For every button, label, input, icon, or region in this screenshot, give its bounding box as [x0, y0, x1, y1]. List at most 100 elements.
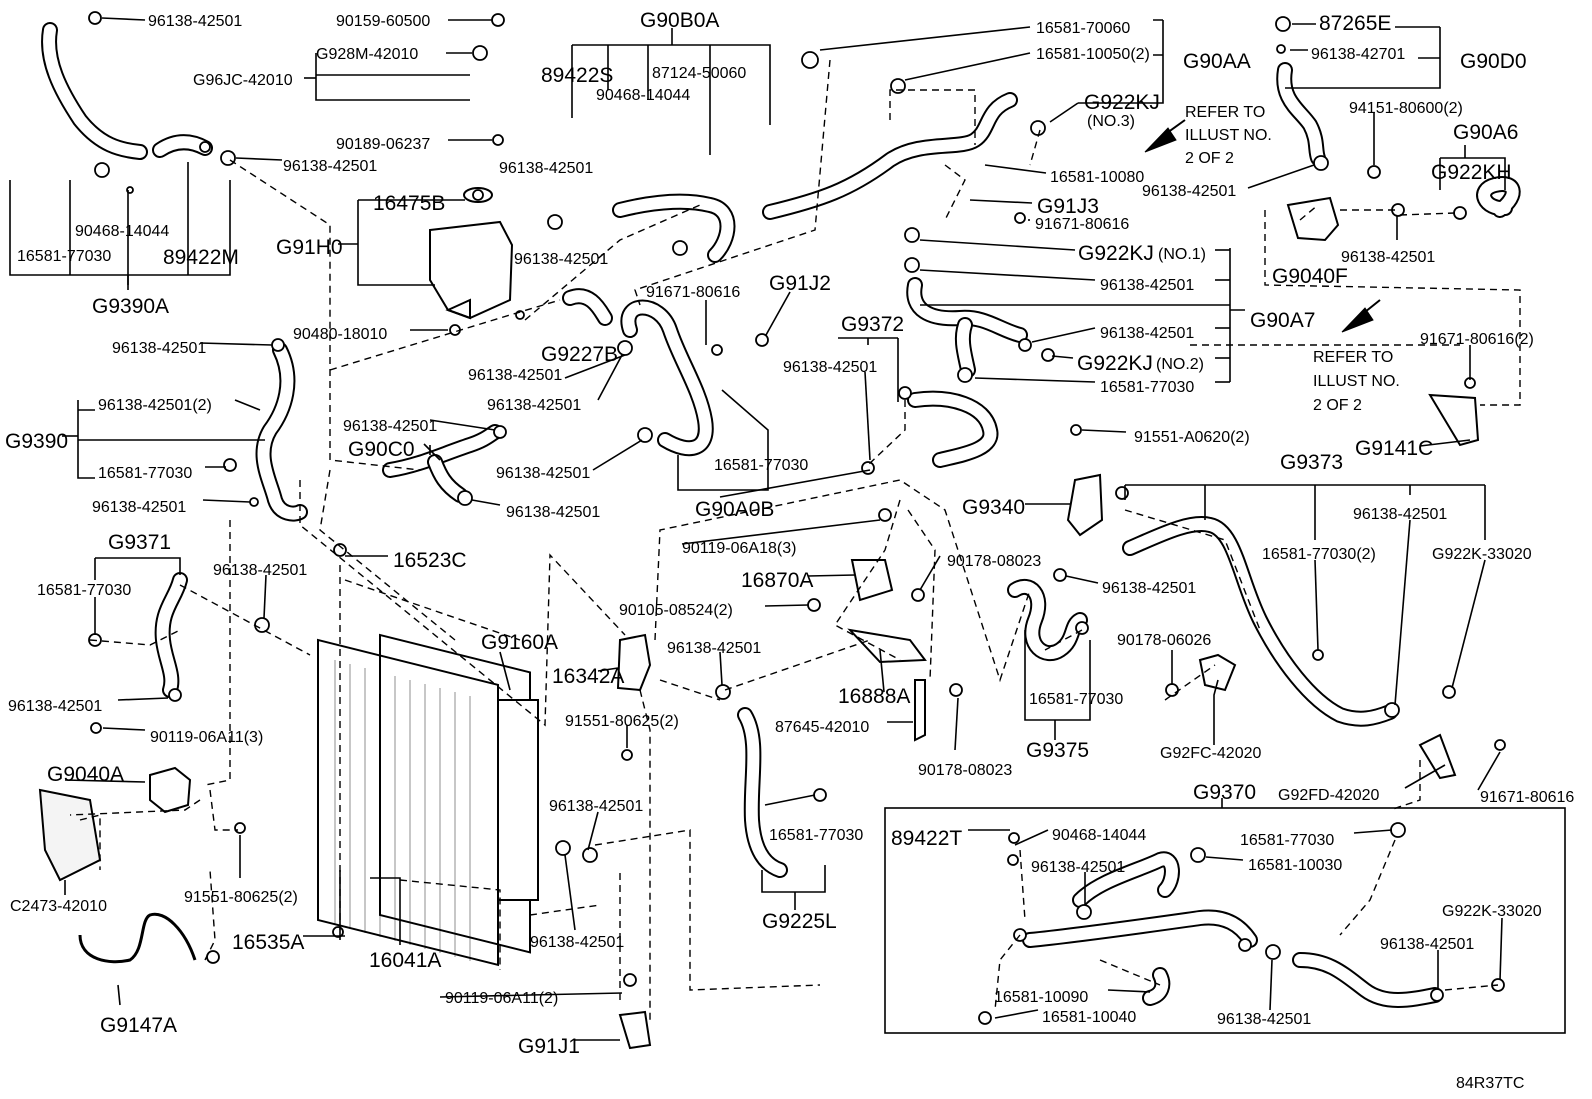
- part-label: 16581-77030: [1240, 832, 1334, 849]
- part-label: 96138-42501: [112, 340, 206, 357]
- part-label: 16581-10090: [994, 989, 1088, 1006]
- g9370-box: [884, 807, 1566, 1034]
- part-label: 96138-42501: [148, 13, 242, 30]
- part-label: (NO.3): [1087, 113, 1135, 130]
- part-label: G90B0A: [640, 9, 719, 32]
- part-label: 96138-42501: [783, 359, 877, 376]
- part-label: 89422M: [163, 246, 239, 269]
- part-label: 91671-80616(2): [1420, 331, 1534, 348]
- part-label: G9390: [5, 430, 68, 453]
- part-label: G9390A: [92, 295, 169, 318]
- refer-note-2-line-2: ILLUST NO.: [1313, 373, 1400, 390]
- part-label: 96138-42501: [506, 504, 600, 521]
- part-label: 90119-06A11(3): [150, 729, 263, 746]
- part-label: G92FC-42020: [1160, 745, 1261, 762]
- part-label: G922KJ: [1077, 352, 1153, 375]
- part-label: G90A6: [1453, 121, 1518, 144]
- part-label: 96138-42501: [487, 397, 581, 414]
- refer-note-1-line-1: REFER TO: [1185, 104, 1265, 121]
- part-label: G9340: [962, 496, 1025, 519]
- part-label: 16581-10030: [1248, 857, 1342, 874]
- part-label: 96138-42501: [1102, 580, 1196, 597]
- part-label: 91551-80625(2): [184, 889, 298, 906]
- part-label: G90D0: [1460, 50, 1527, 73]
- part-label: 16581-77030: [37, 582, 131, 599]
- part-label: 16535A: [232, 931, 304, 954]
- part-label: G90A7: [1250, 309, 1315, 332]
- part-label: (NO.1): [1158, 246, 1206, 263]
- part-label: 90480-18010: [293, 326, 387, 343]
- cooling-fan-motor: [497, 699, 539, 901]
- part-label: G92FD-42020: [1278, 787, 1379, 804]
- part-label: 90178-08023: [947, 553, 1041, 570]
- part-label: 96138-42501: [1341, 249, 1435, 266]
- clamps-and-bolts: [88, 11, 1506, 1025]
- part-label: G90C0: [348, 438, 415, 461]
- refer-note-1: REFER TO ILLUST NO. 2 OF 2: [1185, 104, 1272, 167]
- part-label: 16581-77030: [714, 457, 808, 474]
- part-label: G922KJ: [1078, 242, 1154, 265]
- part-label: G9147A: [100, 1014, 177, 1037]
- part-label: 96138-42501: [1100, 277, 1194, 294]
- part-label: G91J1: [518, 1035, 580, 1058]
- dashed-connections: [69, 59, 1521, 1020]
- part-label: 96138-42501: [1380, 936, 1474, 953]
- part-label: 90159-60500: [336, 13, 430, 30]
- part-label: 16342A: [552, 665, 624, 688]
- part-label: G9370: [1193, 781, 1256, 804]
- refer-note-2: REFER TO ILLUST NO. 2 OF 2: [1313, 349, 1400, 414]
- part-label: 89422S: [541, 64, 613, 87]
- part-label: G9141C: [1355, 437, 1433, 460]
- part-label: C2473-42010: [10, 898, 107, 915]
- part-label: 16888A: [838, 685, 910, 708]
- part-label: G90AA: [1183, 50, 1251, 73]
- part-label: G928M-42010: [316, 46, 418, 63]
- part-label: 96138-42501: [468, 367, 562, 384]
- part-labels: 96138-42501 90159-60500 G90B0A 16581-70060 8…: [5, 9, 1574, 1058]
- part-label: G9040F: [1272, 265, 1348, 288]
- part-label: 96138-42501: [499, 160, 593, 177]
- part-label: G9225L: [762, 910, 837, 933]
- part-label: 96138-42501: [1031, 859, 1125, 876]
- part-label: G91J3: [1037, 195, 1099, 218]
- part-label: 94151-80600(2): [1349, 100, 1463, 117]
- part-label: G922KH: [1431, 161, 1512, 184]
- part-label: 90119-06A18(3): [682, 540, 796, 557]
- part-label: 16581-77030: [98, 465, 192, 482]
- part-label: G9373: [1280, 451, 1343, 474]
- part-label: 91671-80616: [1035, 216, 1129, 233]
- part-label: 16041A: [369, 949, 441, 972]
- part-label: 96138-42501: [1100, 325, 1194, 342]
- part-label: 90189-06237: [336, 136, 430, 153]
- part-label: 96138-42501: [1217, 1011, 1311, 1028]
- part-label: 16581-10050(2): [1036, 46, 1150, 63]
- part-label: 16581-77030: [17, 248, 111, 265]
- part-label: 91551-80625(2): [565, 713, 679, 730]
- part-label: 96138-42501: [92, 499, 186, 516]
- part-label: G9371: [108, 531, 171, 554]
- part-label: 96138-42501: [213, 562, 307, 579]
- part-label: 16581-77030: [769, 827, 863, 844]
- refer-note-1-line-2: ILLUST NO.: [1185, 127, 1272, 144]
- part-label: 90105-08524(2): [619, 602, 733, 619]
- part-label: 87124-50060: [652, 65, 746, 82]
- part-label: (NO.2): [1156, 356, 1204, 373]
- part-label: 90468-14044: [1052, 827, 1146, 844]
- refer-arrows: [1144, 119, 1381, 333]
- part-label: G922K-33020: [1442, 903, 1542, 920]
- part-label: 16475B: [373, 192, 445, 215]
- part-label: 87265E: [1319, 12, 1391, 35]
- hoses: [41, 22, 1521, 1008]
- refer-note-2-line-3: 2 OF 2: [1313, 397, 1362, 414]
- part-label: G922KJ: [1084, 91, 1160, 114]
- part-label: 16581-77030: [1029, 691, 1123, 708]
- part-label: 90468-14044: [75, 223, 169, 240]
- part-label: 16581-70060: [1036, 20, 1130, 37]
- part-label: G9375: [1026, 739, 1089, 762]
- part-label: 96138-42501: [530, 934, 624, 951]
- part-label: 96138-42501: [549, 798, 643, 815]
- part-label: G91J2: [769, 272, 831, 295]
- lead-lines: [9, 17, 1566, 1041]
